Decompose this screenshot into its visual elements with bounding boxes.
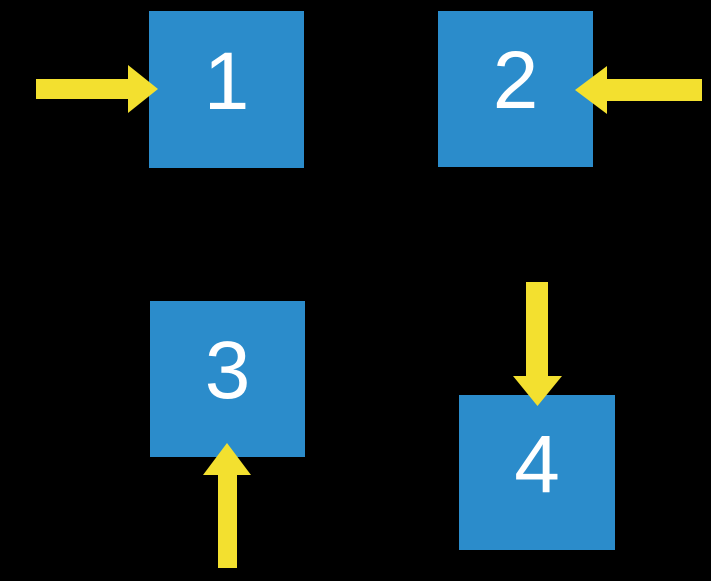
square-4-number: 4 — [514, 418, 560, 510]
square-1-number: 1 — [203, 35, 250, 127]
square-2: 2 — [438, 11, 593, 167]
square-1: 1 — [149, 11, 304, 168]
arrow-down-icon — [513, 282, 562, 406]
arrow-right-icon — [36, 65, 158, 113]
arrow-up-icon — [203, 443, 251, 568]
square-2-number: 2 — [492, 35, 539, 126]
square-4: 4 — [459, 395, 615, 550]
square-3-number: 3 — [204, 325, 251, 416]
arrow-left-icon — [575, 66, 702, 114]
square-3: 3 — [150, 301, 305, 457]
